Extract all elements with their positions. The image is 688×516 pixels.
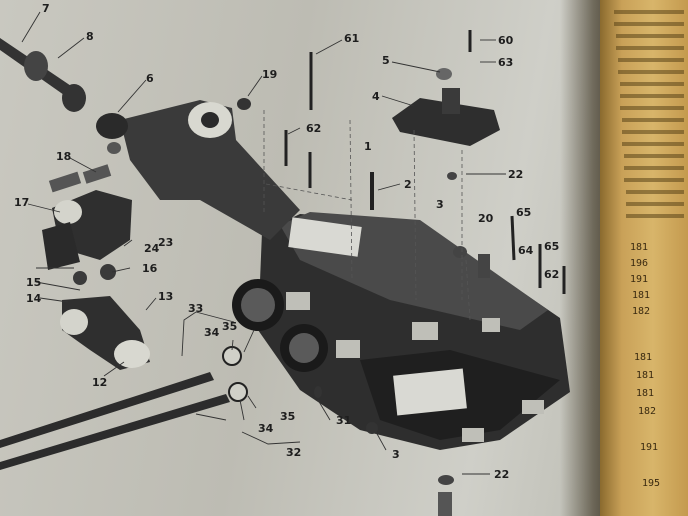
right-page-parts-list: 181 196 191 181 182 181 181 181 182 191 … (614, 10, 684, 489)
rp-number: 182 (638, 406, 656, 417)
callout-35: 35 (222, 320, 237, 333)
callout-13: 13 (158, 290, 173, 303)
bolts (237, 30, 566, 516)
rp-number: 191 (630, 274, 648, 285)
callout-2: 2 (404, 178, 412, 191)
callout-20: 20 (478, 212, 494, 225)
guide-lines (263, 110, 471, 321)
callout-31: 31 (336, 414, 351, 427)
leader-lines (21, 11, 506, 475)
callout-14: 14 (26, 292, 42, 305)
rp-number: 181 (636, 388, 654, 399)
callout-32: 32 (286, 446, 301, 459)
callout-60: 60 (498, 34, 514, 47)
shaft-assembly (0, 38, 128, 154)
callout-23: 23 (158, 236, 173, 249)
callout-7: 7 (42, 2, 50, 15)
callout-4: 4 (372, 90, 380, 103)
clevis-parts (42, 164, 150, 370)
rp-number: 181 (636, 370, 654, 381)
callout-3: 3 (436, 198, 444, 211)
rp-number: 181 (632, 290, 650, 301)
callout-34b: 34 (258, 422, 274, 435)
rp-number: 181 (634, 352, 652, 363)
callout-65b: 65 (544, 240, 559, 253)
callout-34: 34 (204, 326, 220, 339)
callout-62: 62 (306, 122, 321, 135)
callout-33: 33 (188, 302, 203, 315)
right-page-text-blur (614, 10, 684, 218)
rp-number: 195 (642, 478, 660, 489)
callout-15: 15 (26, 276, 41, 289)
callout-63: 63 (498, 56, 513, 69)
rp-number: 196 (630, 258, 648, 269)
callout-65: 65 (516, 206, 531, 219)
callout-labels: 7 8 6 19 61 62 5 4 60 63 1 2 22 18 17 24… (14, 2, 559, 481)
callout-3b: 3 (392, 448, 400, 461)
callout-19: 19 (262, 68, 277, 81)
callout-22b: 22 (494, 468, 509, 481)
cover-plate (392, 68, 500, 146)
callout-8: 8 (86, 30, 94, 43)
callout-62b: 62 (544, 268, 559, 281)
callout-5: 5 (382, 54, 390, 67)
callout-64: 64 (518, 244, 534, 257)
lift-housing (232, 212, 570, 450)
callout-61: 61 (344, 32, 359, 45)
rp-number: 182 (632, 306, 650, 317)
callout-18: 18 (56, 150, 71, 163)
callout-17: 17 (14, 196, 29, 209)
callout-6: 6 (146, 72, 154, 85)
callout-12: 12 (92, 376, 107, 389)
callout-24: 24 (144, 242, 160, 255)
lift-arm (120, 100, 300, 240)
callout-16: 16 (142, 262, 158, 275)
rods (0, 346, 248, 470)
callout-22: 22 (508, 168, 523, 181)
rp-number: 181 (630, 242, 648, 253)
callout-1: 1 (364, 140, 372, 153)
callout-35b: 35 (280, 410, 295, 423)
rp-number: 191 (640, 442, 658, 453)
